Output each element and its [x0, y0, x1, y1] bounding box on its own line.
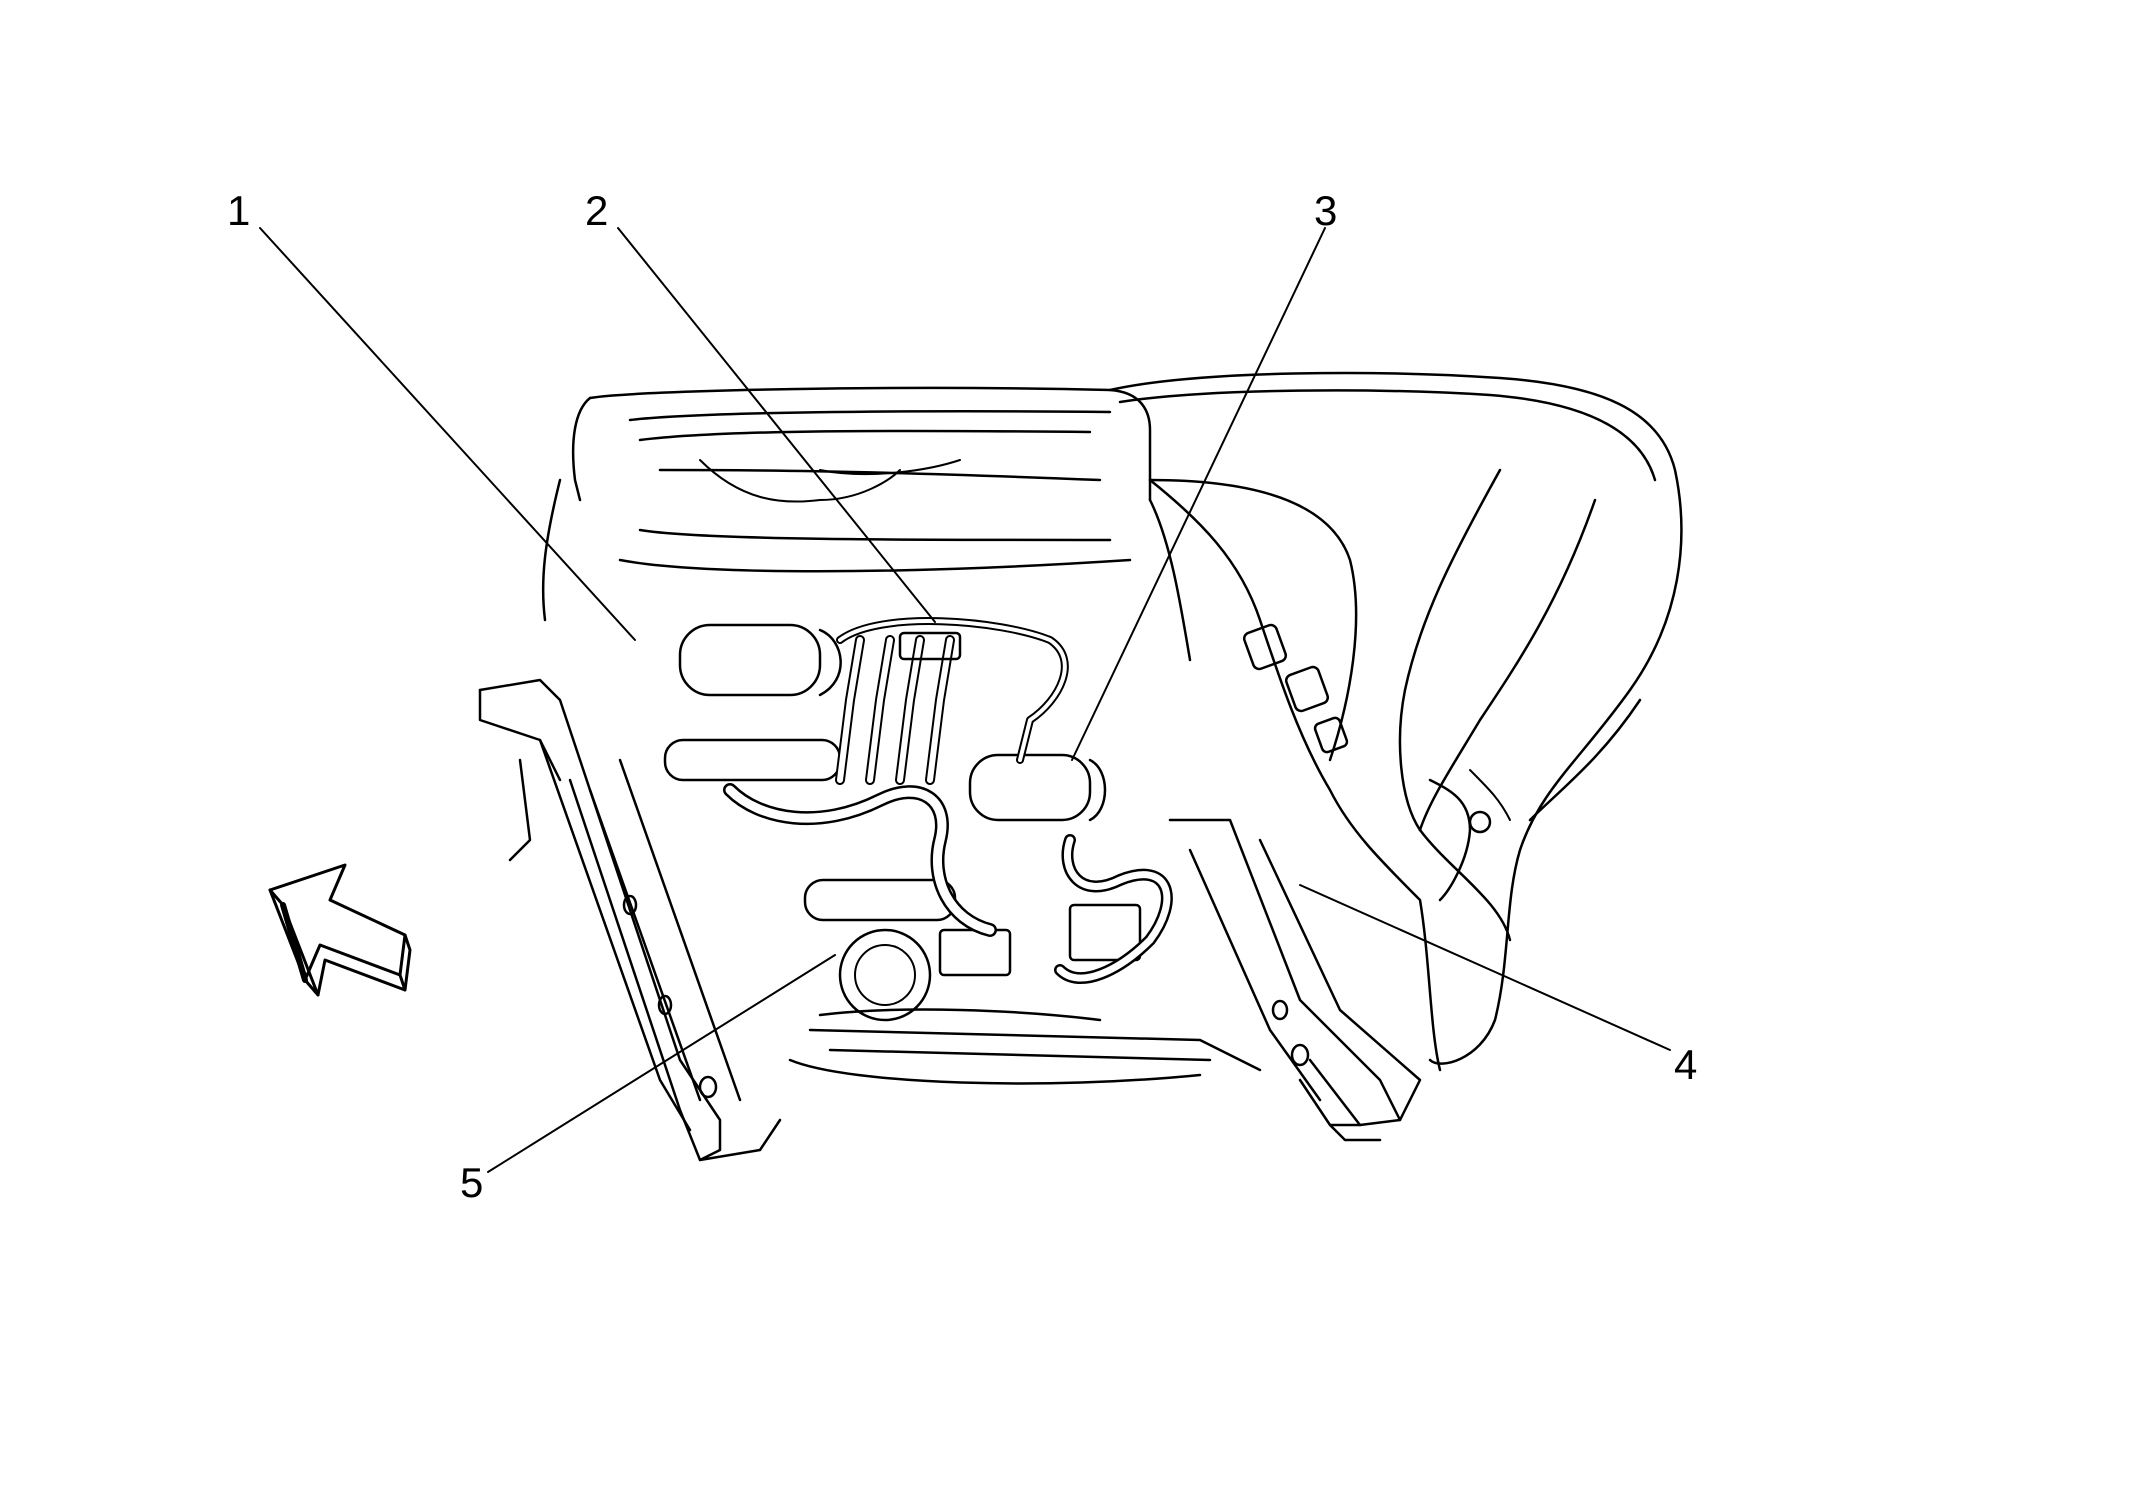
callout-4: 4 [1674, 1041, 1698, 1088]
leader-lines [259, 227, 1671, 1173]
track-hole-icon [622, 894, 638, 916]
switch-2-icon [1284, 665, 1330, 713]
seat-track-right [1168, 818, 1422, 1142]
leader-line-3 [1071, 227, 1326, 761]
track-hole-icon [1290, 1043, 1310, 1067]
bolt-icon [1468, 810, 1492, 834]
connector-block-icon [938, 928, 1012, 977]
switch-1-icon [1242, 623, 1288, 671]
motor-crossbar [663, 738, 842, 782]
callout-3: 3 [1314, 187, 1338, 234]
connector-block-icon [1068, 903, 1142, 962]
leader-line-1 [259, 227, 636, 641]
track-hole-icon [657, 994, 673, 1016]
harness-connector-icon [898, 631, 962, 661]
callout-5: 5 [460, 1159, 484, 1206]
callout-2: 2 [585, 187, 609, 234]
leader-line-2 [617, 227, 936, 623]
lumbar-pump-icon [838, 928, 932, 1022]
seat-frame-top [541, 386, 1192, 662]
seat-motors [663, 617, 1173, 1022]
leader-line-4 [1299, 884, 1671, 1051]
seat-side-shield [1148, 478, 1492, 1072]
track-hole-icon [698, 1075, 718, 1099]
switch-3-icon [1313, 716, 1349, 754]
lower-motor [803, 878, 957, 922]
leader-line-5 [487, 954, 836, 1173]
seat-back-outline [1108, 371, 1683, 1065]
front-of-vehicle-arrow-icon [268, 863, 412, 997]
track-hole-icon [1271, 999, 1289, 1021]
callout-1: 1 [227, 187, 251, 234]
seat-track-left [478, 678, 782, 1162]
seat-adjuster-motor-body [968, 753, 1092, 822]
seat-frame-bottom [788, 1008, 1262, 1085]
motor-left-top [678, 623, 822, 697]
